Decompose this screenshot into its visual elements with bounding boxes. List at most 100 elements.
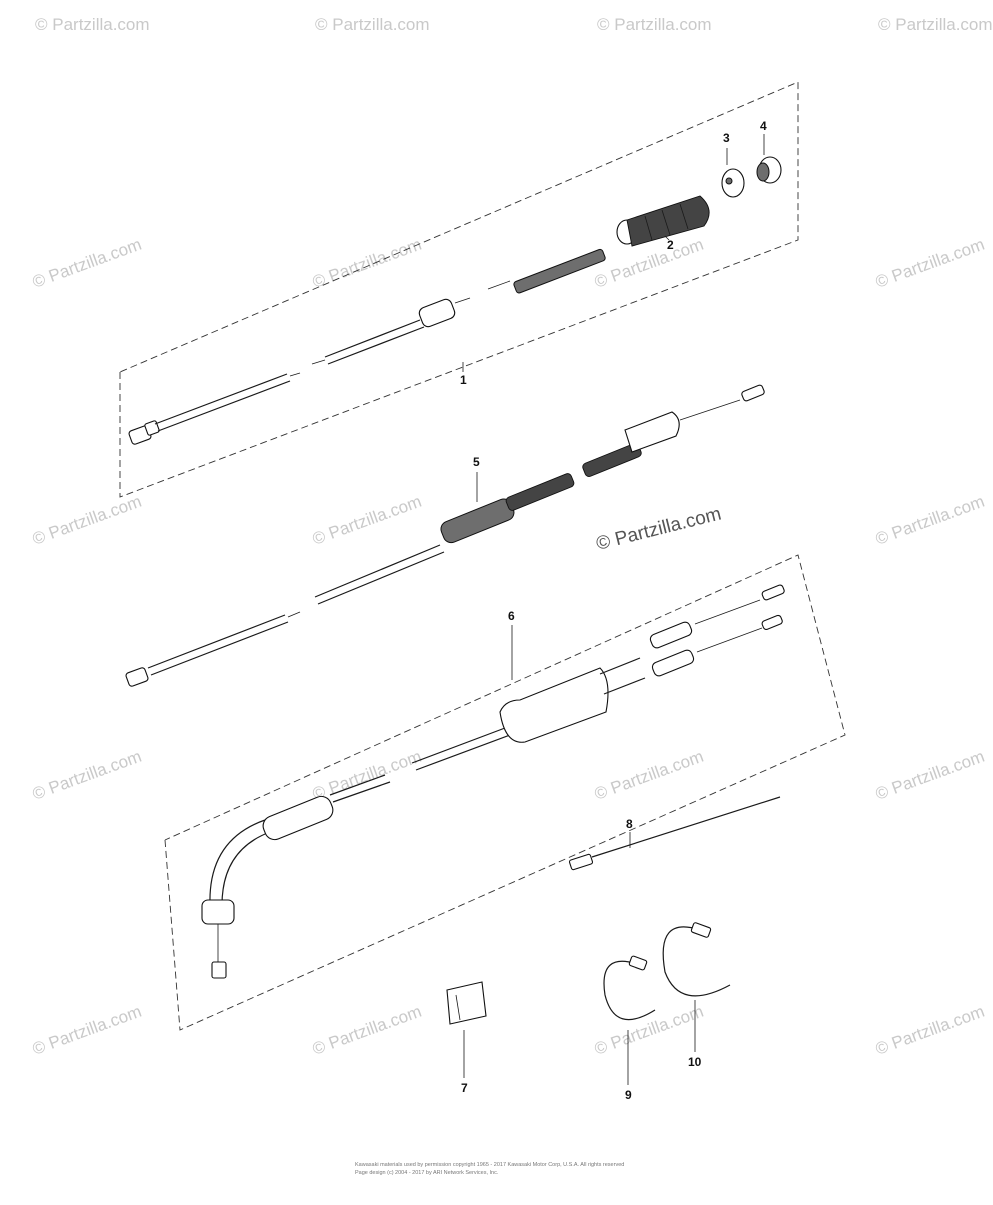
adjuster-coil xyxy=(505,473,575,511)
cable-inner xyxy=(694,599,761,625)
group-frame-1 xyxy=(119,81,799,498)
watermark: © Partzilla.com xyxy=(597,15,712,34)
cable-outer xyxy=(317,551,445,605)
watermark: © Partzilla.com xyxy=(30,747,144,804)
watermark: © Partzilla.com xyxy=(35,15,150,34)
footer: Kawasaki materials used by permission co… xyxy=(355,1162,624,1176)
cable-outer xyxy=(599,657,641,675)
threaded-adjuster xyxy=(513,248,606,294)
clamp-band xyxy=(662,926,731,997)
watermark: © Partzilla.com xyxy=(310,492,424,549)
cable-outer xyxy=(150,621,289,676)
watermark: © Partzilla.com xyxy=(592,1002,706,1059)
boot-body xyxy=(626,195,710,247)
clamp-part-9 xyxy=(603,955,656,1085)
callout-6: 6 xyxy=(508,609,515,623)
cable-sleeve xyxy=(440,498,515,544)
callout-1: 1 xyxy=(460,373,467,387)
barrel-nut-hole xyxy=(725,177,733,185)
cable-adjuster xyxy=(649,621,693,649)
callout-10: 10 xyxy=(688,1055,702,1069)
cable-assembly-5 xyxy=(125,384,765,687)
clamp-tab xyxy=(628,955,648,971)
clamp-band xyxy=(603,960,656,1021)
inner-wire-part-8 xyxy=(568,796,781,871)
sleeve-part-7 xyxy=(446,981,487,1078)
watermark: © Partzilla.com xyxy=(878,15,993,34)
watermark-layer: © Partzilla.com © Partzilla.com © Partzi… xyxy=(30,15,993,1059)
cable-end-nipple xyxy=(741,384,765,402)
barrel-nut-part-3 xyxy=(721,148,745,198)
inner-wire xyxy=(591,796,781,858)
leader-line-2 xyxy=(664,235,670,241)
callout-labels: 1 2 3 4 5 6 7 8 9 10 xyxy=(460,119,767,1102)
adjuster-sleeve xyxy=(418,298,456,328)
watermark: © Partzilla.com xyxy=(592,747,706,804)
cable-outer xyxy=(314,544,441,598)
cable-outer xyxy=(332,781,391,803)
cable-end-boot xyxy=(201,899,235,925)
cable-inner xyxy=(679,399,741,421)
cable-assembly-6 xyxy=(164,554,846,1031)
cable-end-nipple xyxy=(761,614,783,631)
wire-end-nipple xyxy=(568,853,594,871)
cable-outer xyxy=(324,319,421,358)
watermark: © Partzilla.com xyxy=(30,492,144,549)
cable-outer xyxy=(411,727,506,764)
sleeve-edge xyxy=(455,994,461,1021)
clamp-part-10 xyxy=(662,922,731,1052)
watermark: © Partzilla.com xyxy=(873,492,987,549)
cable-bend xyxy=(221,831,271,906)
footer-line-2: Page design (c) 2004 - 2017 by ARI Netwo… xyxy=(355,1170,499,1176)
watermark: © Partzilla.com xyxy=(310,747,424,804)
watermark-main: © Partzilla.com xyxy=(594,504,723,555)
cable-inner xyxy=(311,359,326,365)
watermark: © Partzilla.com xyxy=(873,235,987,292)
callout-5: 5 xyxy=(473,455,480,469)
rubber-boot-part-2 xyxy=(616,195,710,247)
cable-end-collar xyxy=(144,420,160,436)
cable-inner xyxy=(454,297,471,304)
cable-outer xyxy=(157,380,291,432)
cable-inner xyxy=(287,611,301,618)
cable-end-fitting xyxy=(125,667,149,687)
group-frame-6 xyxy=(164,554,846,1031)
watermark: © Partzilla.com xyxy=(873,747,987,804)
watermark: © Partzilla.com xyxy=(310,1002,424,1059)
watermark: © Partzilla.com xyxy=(30,235,144,292)
cable-outer xyxy=(329,774,386,796)
cable-assembly-1 xyxy=(119,81,799,498)
cable-outer xyxy=(154,373,288,425)
cable-outer xyxy=(147,614,286,669)
cable-outer xyxy=(327,326,425,365)
cable-outer xyxy=(415,734,511,771)
junction-box xyxy=(499,667,609,743)
footer-line-1: Kawasaki materials used by permission co… xyxy=(355,1162,624,1168)
watermark: © Partzilla.com xyxy=(873,1002,987,1059)
cable-inner xyxy=(289,372,301,377)
barrel-nut xyxy=(721,168,745,198)
cable-sleeve xyxy=(262,795,334,841)
callout-8: 8 xyxy=(626,817,633,831)
watermark: © Partzilla.com xyxy=(315,15,430,34)
cable-inner xyxy=(696,627,763,653)
cable-end-nipple xyxy=(211,961,227,979)
adjuster-housing xyxy=(624,411,680,453)
cable-bend xyxy=(209,819,266,906)
sleeve xyxy=(446,981,487,1025)
watermark: © Partzilla.com xyxy=(592,235,706,292)
callout-7: 7 xyxy=(461,1081,468,1095)
cable-inner xyxy=(487,280,511,290)
knurled-cap-face xyxy=(756,162,770,182)
callout-3: 3 xyxy=(723,131,730,145)
knurled-cap-part-4 xyxy=(756,134,782,184)
clamp-tab xyxy=(690,922,712,938)
callout-2: 2 xyxy=(667,238,674,252)
cable-adjuster xyxy=(651,649,695,677)
cable-outer xyxy=(603,677,646,695)
watermark: © Partzilla.com xyxy=(30,1002,144,1059)
callout-9: 9 xyxy=(625,1088,632,1102)
cable-end-nipple xyxy=(761,584,785,601)
